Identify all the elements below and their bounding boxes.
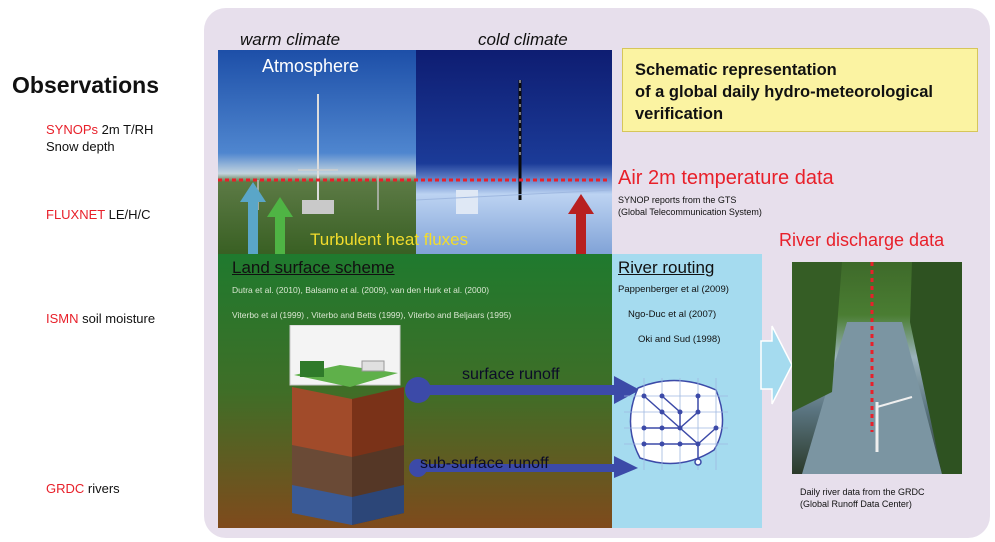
land-surface-ref-1: Dutra et al. (2010), Balsamo et al. (200… bbox=[232, 285, 490, 295]
warm-climate-label: warm climate bbox=[240, 30, 341, 49]
obs-detail-fluxnet: LE/H/C bbox=[108, 207, 151, 222]
land-surface-ref-2: Viterbo et al (1999) , Viterbo and Betts… bbox=[232, 310, 512, 320]
subsurface-runoff-arrow bbox=[409, 456, 638, 478]
runoff-arrows bbox=[405, 376, 640, 478]
cold-climate-label: cold climate bbox=[478, 30, 568, 49]
flux-arrows bbox=[218, 178, 610, 260]
surface-runoff-arrow bbox=[405, 376, 640, 404]
river-routing-ref-2: Ngo-Duc et al (2007) bbox=[628, 309, 717, 320]
subsurface-runoff-label: sub-surface runoff bbox=[420, 455, 549, 472]
air-temperature-note-line-1: SYNOP reports from the GTS bbox=[618, 195, 737, 205]
obs-grdc: GRDC rivers bbox=[46, 481, 120, 497]
river-discharge-title: River discharge data bbox=[779, 230, 945, 250]
obs-source-fluxnet: FLUXNET bbox=[46, 207, 105, 222]
schematic-description-box: Schematic representation of a global dai… bbox=[622, 48, 978, 132]
obs-source-grdc: GRDC bbox=[46, 481, 85, 496]
river-routing-ref-1: Pappenberger et al (2009) bbox=[618, 284, 729, 295]
heat-flux-arrow-green bbox=[267, 197, 293, 260]
atmosphere-label: Atmosphere bbox=[262, 56, 360, 76]
obs-detail-ismn: soil moisture bbox=[82, 311, 156, 326]
air-temperature-note-line-2: (Global Telecommunication System) bbox=[618, 207, 762, 217]
grdc-daily-note: Daily river data from the GRDC (Global R… bbox=[800, 486, 925, 510]
land-surface-scheme-title: Land surface scheme bbox=[232, 258, 395, 277]
river-routing-ref-3: Oki and Sud (1998) bbox=[638, 334, 721, 345]
obs-source-ismn: ISMN bbox=[46, 311, 79, 326]
observations-title: Observations bbox=[12, 72, 159, 98]
river-routing-title: River routing bbox=[618, 258, 715, 277]
heat-flux-arrow-red bbox=[568, 194, 594, 260]
obs-snow-depth: Snow depth bbox=[46, 139, 115, 154]
obs-detail-grdc: rivers bbox=[87, 481, 120, 496]
outflow-arrow bbox=[760, 325, 793, 405]
soil-column-illustration bbox=[289, 325, 404, 525]
obs-ismn: ISMN soil moisture bbox=[46, 311, 155, 327]
surface-runoff-label: surface runoff bbox=[462, 366, 560, 383]
heat-flux-arrow-blue bbox=[240, 182, 266, 260]
schematic-line-1: Schematic representation bbox=[635, 61, 837, 79]
grdc-daily-note-line-1: Daily river data from the GRDC bbox=[800, 487, 925, 497]
obs-synops: SYNOPs 2m T/RH bbox=[46, 122, 153, 138]
river-network-grid bbox=[624, 378, 728, 470]
obs-source-synops: SYNOPs bbox=[46, 122, 99, 137]
obs-fluxnet: FLUXNET LE/H/C bbox=[46, 207, 151, 223]
schematic-line-2: of a global daily hydro-meteorological bbox=[635, 83, 933, 101]
air-temperature-title: Air 2m temperature data bbox=[618, 167, 834, 189]
river-photo bbox=[792, 262, 962, 474]
schematic-line-3: verification bbox=[635, 105, 724, 123]
air-temperature-note: SYNOP reports from the GTS (Global Telec… bbox=[618, 194, 762, 218]
turbulent-heat-fluxes-label: Turbulent heat fluxes bbox=[310, 230, 469, 249]
grdc-daily-note-line-2: (Global Runoff Data Center) bbox=[800, 499, 912, 509]
obs-detail-synops: 2m T/RH bbox=[101, 122, 154, 137]
